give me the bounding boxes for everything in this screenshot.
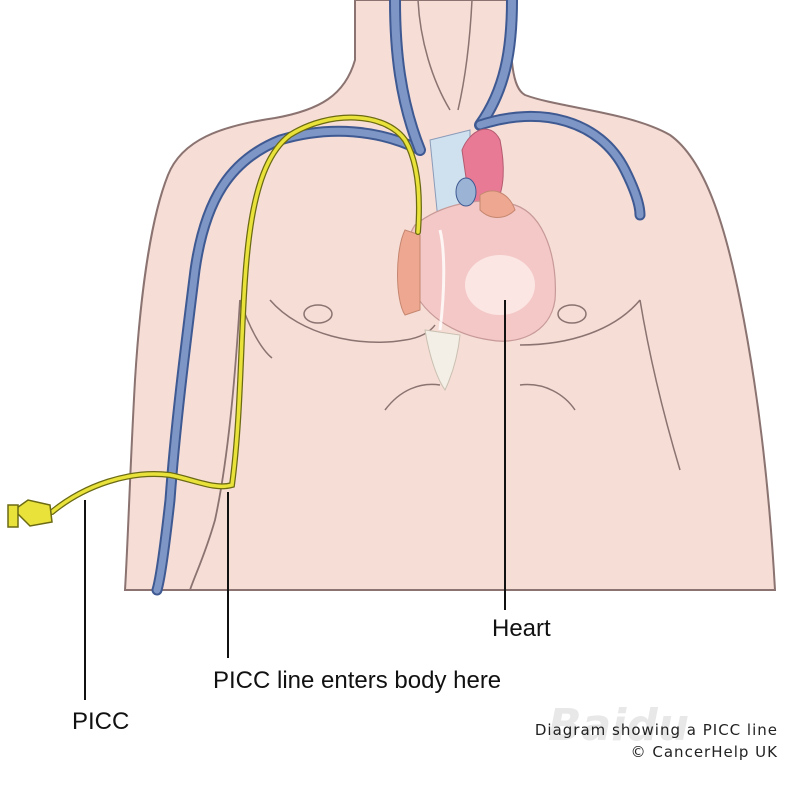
picc-line [49,114,422,515]
heart [397,128,557,391]
picc-label: PICC [72,708,130,735]
right-torso-edge [639,299,681,471]
rib-contour [384,383,576,411]
caption-title: Diagram showing a PICC line [534,721,778,739]
neck-line [417,0,451,111]
picc-connector [7,499,53,528]
nipple-right [557,304,587,324]
veins [151,0,646,596]
leader-lines [84,300,506,700]
chest-contour-right [519,299,641,346]
caption-credit: © CancerHelp UK [630,743,778,761]
entry-point-label: PICC line enters body here [213,667,502,694]
neck-line-2 [457,0,473,111]
nipple-left [303,304,333,324]
watermark: Baidu [548,700,690,751]
heart-label: Heart [492,615,551,642]
arm-edge [189,299,241,591]
